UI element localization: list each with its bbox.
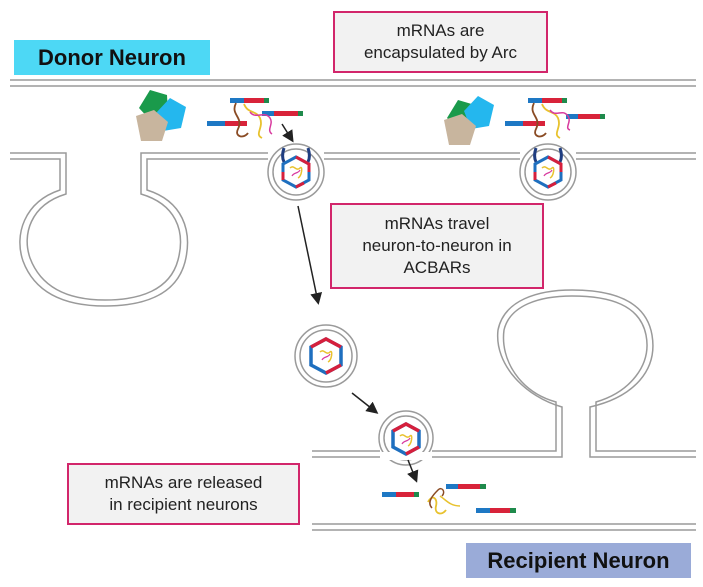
mrna-bundle-left xyxy=(207,98,303,139)
callout-released: mRNAs are released in recipient neurons xyxy=(67,463,300,525)
donor-membrane xyxy=(10,79,696,87)
arc-capsid-left xyxy=(281,155,311,189)
arc-capsid-right xyxy=(533,155,563,189)
arrow-travel xyxy=(297,205,323,305)
acbar-vesicle-free xyxy=(294,324,358,388)
arrow-to-fusion xyxy=(351,392,379,414)
callout-released-line-1: mRNAs are released xyxy=(104,473,263,492)
callout-travel-line-3: ACBARs xyxy=(403,258,471,277)
arrow-release xyxy=(407,459,419,483)
mrna-released xyxy=(382,484,516,515)
recipient-spine-membrane xyxy=(312,289,696,458)
donor-neuron-label: Donor Neuron xyxy=(14,40,210,75)
recipient-neuron-label: Recipient Neuron xyxy=(466,543,691,578)
callout-encapsulated-line-1: mRNAs are xyxy=(396,21,485,40)
arc-pentamer-cluster-right xyxy=(444,96,494,145)
callout-travel-line-1: mRNAs travel xyxy=(384,214,490,233)
budding-vesicle-left xyxy=(267,143,325,201)
mrna-bundle-right xyxy=(505,98,605,139)
callout-travel-line-2: neuron-to-neuron in xyxy=(362,236,512,255)
callout-travel: mRNAs travel neuron-to-neuron in ACBARs xyxy=(330,203,544,289)
arrow-to-vesicle xyxy=(281,123,294,143)
budding-vesicle-right xyxy=(519,143,577,201)
donor-dendrite-membrane xyxy=(10,152,696,307)
callout-encapsulated-line-2: encapsulated by Arc xyxy=(363,43,518,62)
acbar-vesicle-fusing xyxy=(378,410,434,466)
callout-encapsulated: mRNAs are encapsulated by Arc xyxy=(333,11,548,73)
arc-pentamer-cluster-left xyxy=(136,90,186,141)
recipient-lower-membrane xyxy=(312,523,696,531)
callout-released-line-2: in recipient neurons xyxy=(109,495,258,514)
